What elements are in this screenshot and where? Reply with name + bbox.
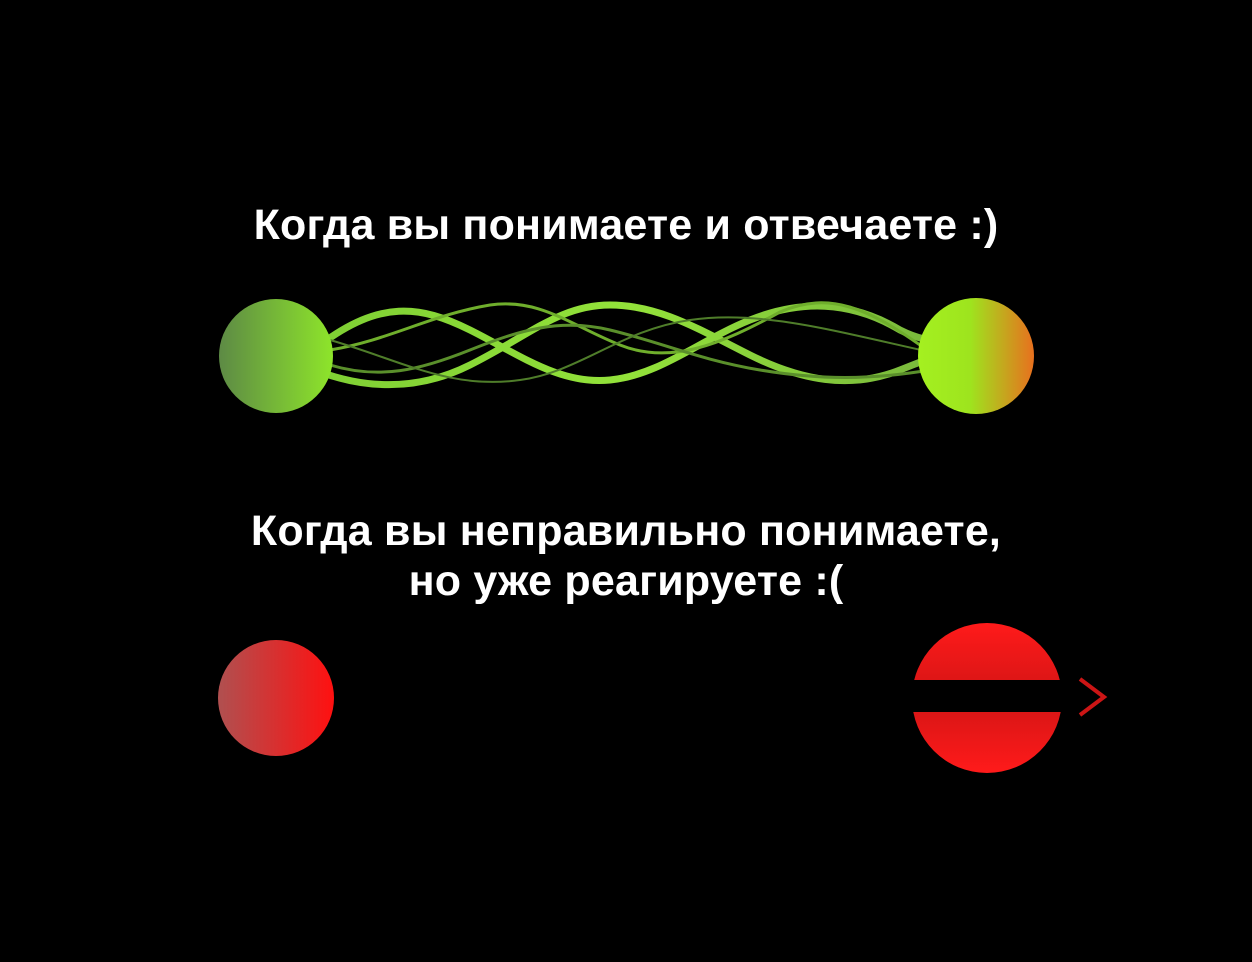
wave-strand-thin-b <box>329 323 931 379</box>
wave-strand-thin-a <box>329 301 921 355</box>
arrow <box>330 677 1108 717</box>
caption-understand: Когда вы понимаете и отвечаете :) <box>253 201 999 249</box>
left-red-circle <box>218 640 334 756</box>
caption-misunderstand: Когда вы неправильно понимаете, но уже р… <box>0 506 1252 606</box>
wave-strand-thin-c <box>329 316 931 383</box>
split-circle-top-half <box>914 623 1060 680</box>
wave-strands <box>316 301 944 389</box>
caption-misunderstand-line2: но уже реагируете :( <box>408 557 844 605</box>
caption-misunderstand-line1: Когда вы неправильно понимаете, <box>250 507 1002 555</box>
understanding-diagram <box>219 298 1034 414</box>
left-green-circle <box>219 299 333 413</box>
right-green-orange-circle <box>918 298 1034 414</box>
right-split-circle <box>913 623 1061 773</box>
split-circle-bottom-half <box>913 712 1061 773</box>
misunderstanding-diagram <box>218 623 1108 773</box>
arrow-head-icon <box>1078 677 1108 717</box>
